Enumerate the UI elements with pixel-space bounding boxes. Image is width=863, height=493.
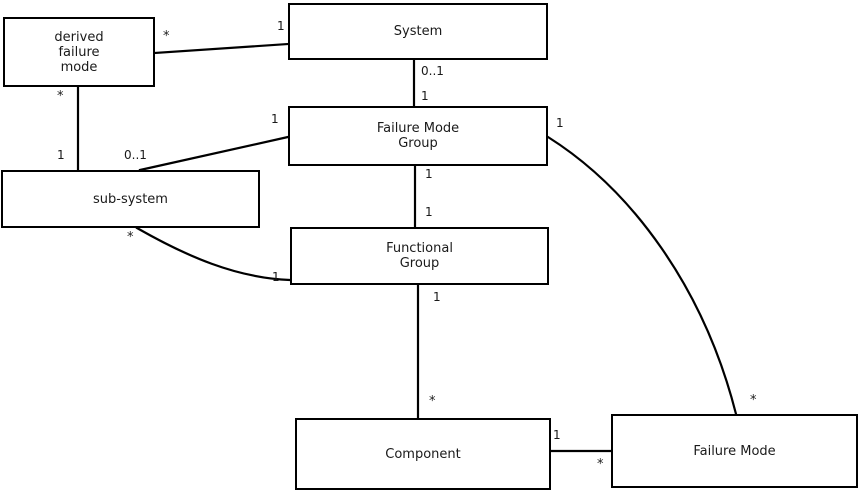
multiplicity-label-derived-failure-mode-system: *	[163, 29, 170, 44]
class-box-derived-failure-mode[interactable]: derived failure mode	[3, 17, 155, 87]
class-name-component: Component	[385, 446, 461, 462]
multiplicity-label-failure-mode-group-system: 1	[421, 89, 429, 103]
multiplicity-label-component-failure-mode: 1	[553, 428, 561, 442]
multiplicity-label-component-functional-group: *	[429, 394, 436, 409]
class-name-failure-mode-group: Failure Mode Group	[376, 121, 460, 151]
class-box-component[interactable]: Component	[295, 418, 551, 490]
class-box-sub-system[interactable]: sub-system	[1, 170, 260, 228]
multiplicity-label-failure-mode-group-sub-system: 1	[271, 112, 279, 126]
class-name-sub-system: sub-system	[93, 191, 168, 207]
connector-sub-system-to-failure-mode-group	[138, 135, 290, 172]
class-name-functional-group: Functional Group	[386, 241, 453, 271]
multiplicity-label-failure-mode-component: *	[597, 457, 604, 472]
multiplicity-label-sub-system-derived-failure-mode: 1	[57, 148, 65, 162]
multiplicity-label-functional-group-sub-system: 1	[272, 270, 280, 284]
connector-failure-mode-group-to-failure-mode	[546, 135, 738, 416]
multiplicity-label-sub-system-failure-mode-group: 0..1	[124, 148, 147, 162]
multiplicity-label-failure-mode-failure-mode-group: *	[750, 393, 757, 408]
multiplicity-label-failure-mode-group-failure-mode: 1	[556, 116, 564, 130]
multiplicity-label-system-derived-failure-mode: 1	[277, 19, 285, 33]
class-box-failure-mode[interactable]: Failure Mode	[611, 414, 858, 488]
connector-sub-system-to-functional-group	[135, 226, 292, 282]
multiplicity-label-functional-group-failure-mode-group: 1	[425, 205, 433, 219]
multiplicity-label-system-failure-mode-group: 0..1	[421, 64, 444, 78]
class-box-functional-group[interactable]: Functional Group	[290, 227, 549, 285]
class-box-failure-mode-group[interactable]: Failure Mode Group	[288, 106, 548, 166]
class-name-failure-mode: Failure Mode	[693, 443, 776, 459]
multiplicity-label-failure-mode-group-functional-group: 1	[425, 167, 433, 181]
connector-derived-failure-mode-to-system	[153, 42, 290, 55]
class-box-system[interactable]: System	[288, 3, 548, 60]
class-name-derived-failure-mode: derived failure mode	[54, 29, 104, 75]
class-name-system: System	[393, 24, 443, 39]
multiplicity-label-sub-system-functional-group: *	[127, 230, 134, 245]
multiplicity-label-derived-failure-mode-sub-system: *	[57, 89, 64, 104]
multiplicity-label-functional-group-component: 1	[433, 290, 441, 304]
